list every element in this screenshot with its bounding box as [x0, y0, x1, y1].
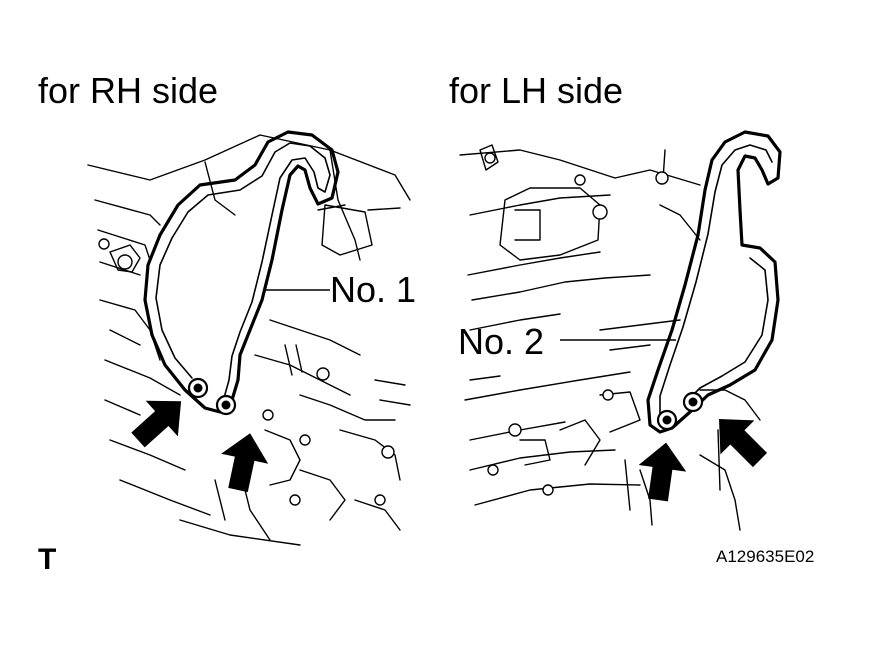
rh-arrow-2	[214, 428, 274, 495]
callout-no1: No. 1	[330, 269, 417, 310]
rh-bolt-details	[98, 238, 395, 506]
lh-side-heading: for LH side	[449, 70, 624, 111]
lh-mounting-nuts	[656, 391, 704, 431]
lh-bolt-details	[484, 152, 669, 496]
lh-engine-background	[459, 144, 761, 531]
torque-marker: T	[38, 543, 57, 576]
rh-side-heading: for RH side	[38, 70, 219, 111]
rh-mounting-nuts	[187, 377, 237, 416]
lh-arrow-2	[702, 402, 777, 477]
callout-no2: No. 2	[458, 321, 545, 362]
figure-code: A129635E02	[716, 547, 815, 566]
lh-engine-hanger-no2	[646, 130, 782, 434]
lh-arrow-1	[634, 439, 690, 504]
rh-arrow-1	[121, 383, 198, 458]
rh-engine-hanger-no1	[143, 130, 340, 414]
rh-engine-background	[87, 134, 411, 546]
